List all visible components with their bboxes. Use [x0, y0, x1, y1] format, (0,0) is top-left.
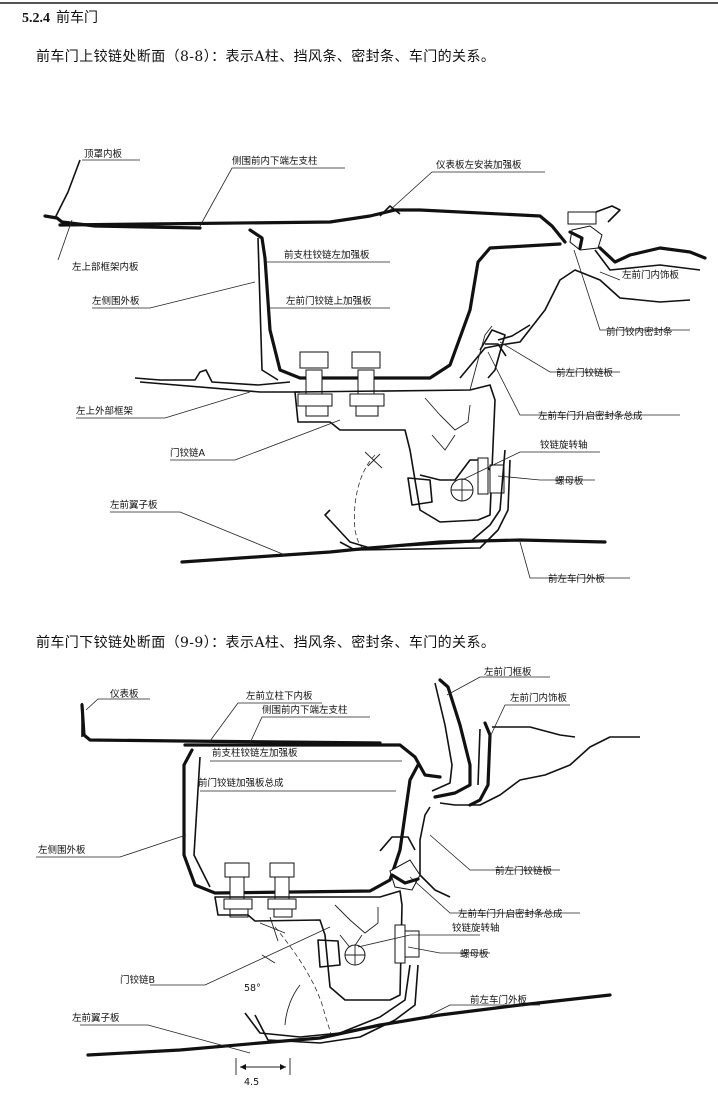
label-upper-frame-inner: 左上部框架内板: [72, 261, 139, 273]
label-front-pillar-hinge-rf: 前支柱铰链左加强板: [284, 249, 370, 261]
instrument-panel-line: [80, 703, 382, 745]
front-fender-outer-line: [180, 538, 607, 564]
label-gap-dimension: 4.5: [244, 1077, 259, 1088]
label-door-inner-trim: 左前门内饰板: [510, 692, 568, 704]
label-front-pillar-lower-inner: 左前立柱下内板: [246, 690, 313, 702]
label-front-pillar-hinge-rf-2: 前支柱铰链左加强板: [212, 747, 298, 759]
swing-arc-lower: [274, 926, 333, 1038]
door-lower-panel-2: [244, 964, 411, 1038]
upper-hinge-section-drawing: 顶罩内板 侧围前内下端左支柱 仪表板左安装加强板 左上部框架内板 前支柱铰链左加…: [43, 148, 707, 585]
label-side-outer-2: 左侧围外板: [38, 844, 86, 856]
label-door-outer: 前左车门外板: [548, 573, 606, 585]
label-hinge-pin: 铰链旋转轴: [540, 439, 588, 451]
label-door-lift-seal: 左前车门升启密封条总成: [538, 410, 643, 422]
section-heading: 5.2.4 前车门: [22, 7, 98, 27]
door-inner-trim-line: [468, 721, 492, 807]
door-inner-curve-lower: [439, 736, 640, 806]
door-hinge-b-body: [214, 890, 403, 1001]
label-door-lift-seal-2: 左前车门升启密封条总成: [458, 908, 563, 920]
hinge-plate-cluster: [469, 325, 507, 391]
label-side-outer: 左侧围外板: [92, 295, 140, 307]
top-rule: [0, 2, 718, 4]
label-nut-plate-2: 螺母板: [460, 948, 489, 960]
label-door-frame-plate: 左前门框板: [484, 666, 532, 678]
hinge-bolts-lower: [223, 862, 297, 918]
caption-lower-hinge: 前车门下铰链处断面（9-9）：表示A柱、挡风条、密封条、车门的关系。: [36, 635, 496, 651]
roof-inner-panel-line: [43, 214, 202, 230]
door-seal: [567, 205, 621, 251]
section-number: 5.2.4: [22, 11, 50, 26]
label-door-hinge-plate: 前左门铰链板: [556, 367, 614, 379]
label-upper-outer-frame: 左上外部框架: [76, 405, 134, 417]
hinge-swing-arc: [354, 454, 376, 551]
label-door-hinge-rf-assy: 前门铰链加强板总成: [198, 777, 284, 789]
label-front-fender-2: 左前翼子板: [72, 1012, 120, 1024]
label-ip-bracket: 仪表板左安装加强板: [436, 159, 522, 171]
label-door-hinge-a: 门铰链A: [170, 447, 206, 459]
label-hinge-pin-2: 铰链旋转轴: [452, 922, 500, 934]
hinge-reinforcement-box-lower: [182, 748, 420, 895]
front-door-inner-trim-line: [598, 246, 707, 264]
side-outer-line: [134, 369, 291, 386]
label-door-hinge-plate-2: 前左门铰链板: [495, 865, 553, 877]
front-fender-outer-line-lower: [86, 993, 612, 1057]
label-roof-inner: 顶罩内板: [84, 148, 123, 160]
section-title: 前车门: [56, 10, 98, 26]
label-side-front-lower-pillar: 侧围前内下端左支柱: [232, 155, 318, 167]
label-door-outer-2: 前左车门外板: [470, 994, 528, 1006]
label-angle: 58°: [244, 983, 261, 994]
hinge-bolts: [297, 351, 385, 417]
label-door-hinge-upper-rf: 左前门铰链上加强板: [286, 295, 372, 307]
label-door-hinge-b: 门铰链B: [120, 974, 155, 986]
label-door-inner-seal: 前门铰内密封条: [606, 326, 673, 338]
lower-hinge-section-drawing: 仪表板 左前立柱下内板 侧围前内下端左支柱 左前门框板 左前门内饰板 前支柱铰链…: [36, 666, 640, 1088]
label-ip: 仪表板: [110, 688, 139, 700]
label-side-front-lower-pillar-2: 侧围前内下端左支柱: [262, 704, 348, 716]
door-inner-curve: [459, 269, 691, 379]
front-pillar-lower-inner-line: [183, 743, 442, 779]
label-front-door-inner-trim: 左前门内饰板: [622, 269, 680, 281]
side-front-pillar-line: [58, 208, 567, 244]
label-front-fender: 左前翼子板: [110, 499, 158, 511]
door-frame-plate-line: [433, 678, 472, 799]
label-nut-plate: 螺母板: [555, 475, 584, 487]
caption-upper-hinge: 前车门上铰链处断面（8-8）：表示A柱、挡风条、密封条、车门的关系。: [36, 49, 496, 65]
